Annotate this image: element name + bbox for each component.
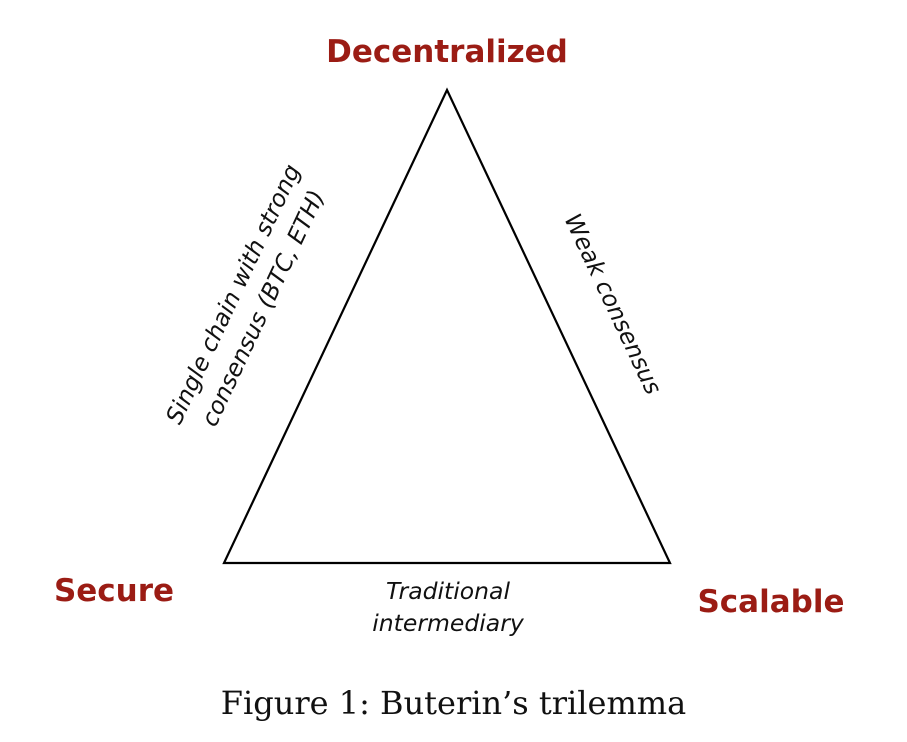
edge-label-right: Weak consensus — [559, 209, 668, 399]
edge-label-bottom-line-2: intermediary — [372, 609, 525, 637]
trilemma-triangle — [222, 87, 672, 565]
edge-label-bottom-line-1: Traditional — [386, 577, 510, 605]
vertex-label-decentralized: Decentralized — [326, 34, 568, 70]
edge-label-right-line-1: Weak consensus — [559, 209, 668, 399]
figure-caption: Figure 1: Buterin’s trilemma — [220, 684, 687, 722]
vertex-label-scalable: Scalable — [697, 584, 844, 620]
edge-label-left: Single chain with strong consensus (BTC,… — [160, 160, 330, 431]
vertex-label-secure: Secure — [54, 573, 174, 609]
